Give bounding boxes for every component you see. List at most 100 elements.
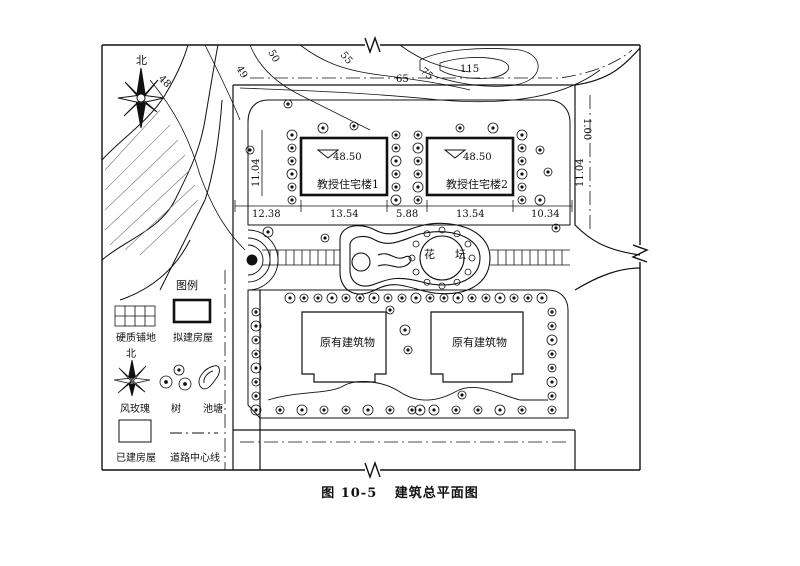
tree-center (416, 159, 420, 163)
tree-center (491, 126, 495, 130)
tree-symbol (517, 143, 527, 153)
dim-5-88: 5.88 (396, 209, 418, 220)
tree-center (454, 408, 458, 412)
north-arrow (117, 67, 165, 129)
tree-symbol (413, 169, 423, 179)
figure-caption: 图 10-5 建筑总平面图 (0, 482, 800, 501)
tree-center (416, 146, 420, 150)
tree-center (550, 366, 554, 370)
tree-center (520, 185, 524, 189)
tree-center (290, 172, 294, 176)
tree-center (520, 159, 524, 163)
tree-center (416, 133, 420, 137)
tree-symbol (438, 282, 446, 290)
tree-center (394, 172, 398, 176)
contour-label-50: 50 (265, 48, 281, 65)
new-building-1: 48.50 教授住宅楼1 (299, 136, 389, 197)
tree-symbol (468, 254, 476, 262)
tree-center (316, 296, 320, 300)
legend: 图例 硬质铺地 拟建房屋 北 风玫瑰 树 池塘 (113, 278, 223, 464)
legend-wind-rose: 风玫瑰 (120, 402, 150, 415)
tree-symbol (517, 405, 527, 415)
tree-center (550, 380, 554, 384)
tree-center (286, 102, 290, 106)
tree-center (278, 408, 282, 412)
tree-symbol (250, 404, 262, 416)
tree-symbol (536, 292, 548, 304)
tree-center (406, 348, 410, 352)
tree-symbol (517, 195, 527, 205)
tree-center (290, 133, 294, 137)
tree-symbol (326, 292, 338, 304)
tree-symbol (296, 404, 308, 416)
tree-symbol (473, 405, 483, 415)
tree-symbol (320, 233, 330, 243)
legend-wind-rose-icon (113, 359, 151, 397)
existing-building-1: 原有建筑物 (301, 311, 387, 383)
tree-center (520, 133, 524, 137)
tree-center (394, 133, 398, 137)
tree-symbol (317, 122, 329, 134)
tree-center (512, 296, 516, 300)
tree-center (321, 126, 325, 130)
existing-building-2: 原有建筑物 (430, 311, 524, 383)
building-2-label: 教授住宅楼2 (446, 177, 508, 191)
tree-center (394, 159, 398, 163)
tree-symbol (414, 404, 426, 416)
contour-label-115: 115 (460, 64, 479, 75)
tree-symbol (517, 182, 527, 192)
tree-center (344, 296, 348, 300)
tree-symbol (287, 195, 297, 205)
tree-center (394, 185, 398, 189)
tree-center (498, 408, 502, 412)
tree-center (254, 408, 258, 412)
tree-center (254, 380, 258, 384)
tree-center (550, 338, 554, 342)
tree-symbol (413, 130, 423, 140)
tree-center (388, 308, 392, 312)
tree-center (526, 296, 530, 300)
tree-center (394, 146, 398, 150)
trees (245, 99, 561, 416)
tree-symbol (516, 129, 528, 141)
legend-pond: 池塘 (203, 402, 223, 415)
tree-center (460, 393, 464, 397)
tree-center (372, 296, 376, 300)
tree-symbol (457, 390, 467, 400)
tree-center (554, 226, 558, 230)
tree-symbol (403, 345, 413, 355)
tree-center (290, 159, 294, 163)
tree-symbol (250, 320, 262, 332)
tree-symbol (355, 293, 365, 303)
tree-symbol (412, 240, 420, 248)
tree-symbol (551, 223, 561, 233)
tree-center (386, 296, 390, 300)
tree-center (344, 408, 348, 412)
tree-symbol (284, 292, 296, 304)
tree-symbol (283, 99, 293, 109)
tree-symbol (487, 122, 499, 134)
tree-symbol (397, 293, 407, 303)
dim-13-54-a: 13.54 (330, 209, 359, 220)
tree-center (323, 236, 327, 240)
legend-hard-paving: 硬质铺地 (116, 331, 156, 344)
tree-symbol (523, 293, 533, 303)
tree-center (366, 408, 370, 412)
tree-center (416, 198, 420, 202)
tree-symbol (391, 143, 401, 153)
north-label: 北 (136, 54, 147, 67)
tree-center (520, 146, 524, 150)
contour-label-48: 48 (156, 73, 173, 90)
building-1-label: 教授住宅楼1 (317, 177, 379, 191)
tree-center (432, 408, 436, 412)
legend-existing-building-swatch (118, 419, 152, 443)
tree-center (550, 394, 554, 398)
tree-symbol (385, 305, 395, 315)
figure-title: 建筑总平面图 (394, 486, 479, 501)
tree-symbol (516, 168, 528, 180)
tree-symbol (391, 130, 401, 140)
tree-center (442, 296, 446, 300)
tree-symbol (410, 292, 422, 304)
tree-symbol (251, 335, 261, 345)
legend-pond-icon (198, 365, 220, 390)
